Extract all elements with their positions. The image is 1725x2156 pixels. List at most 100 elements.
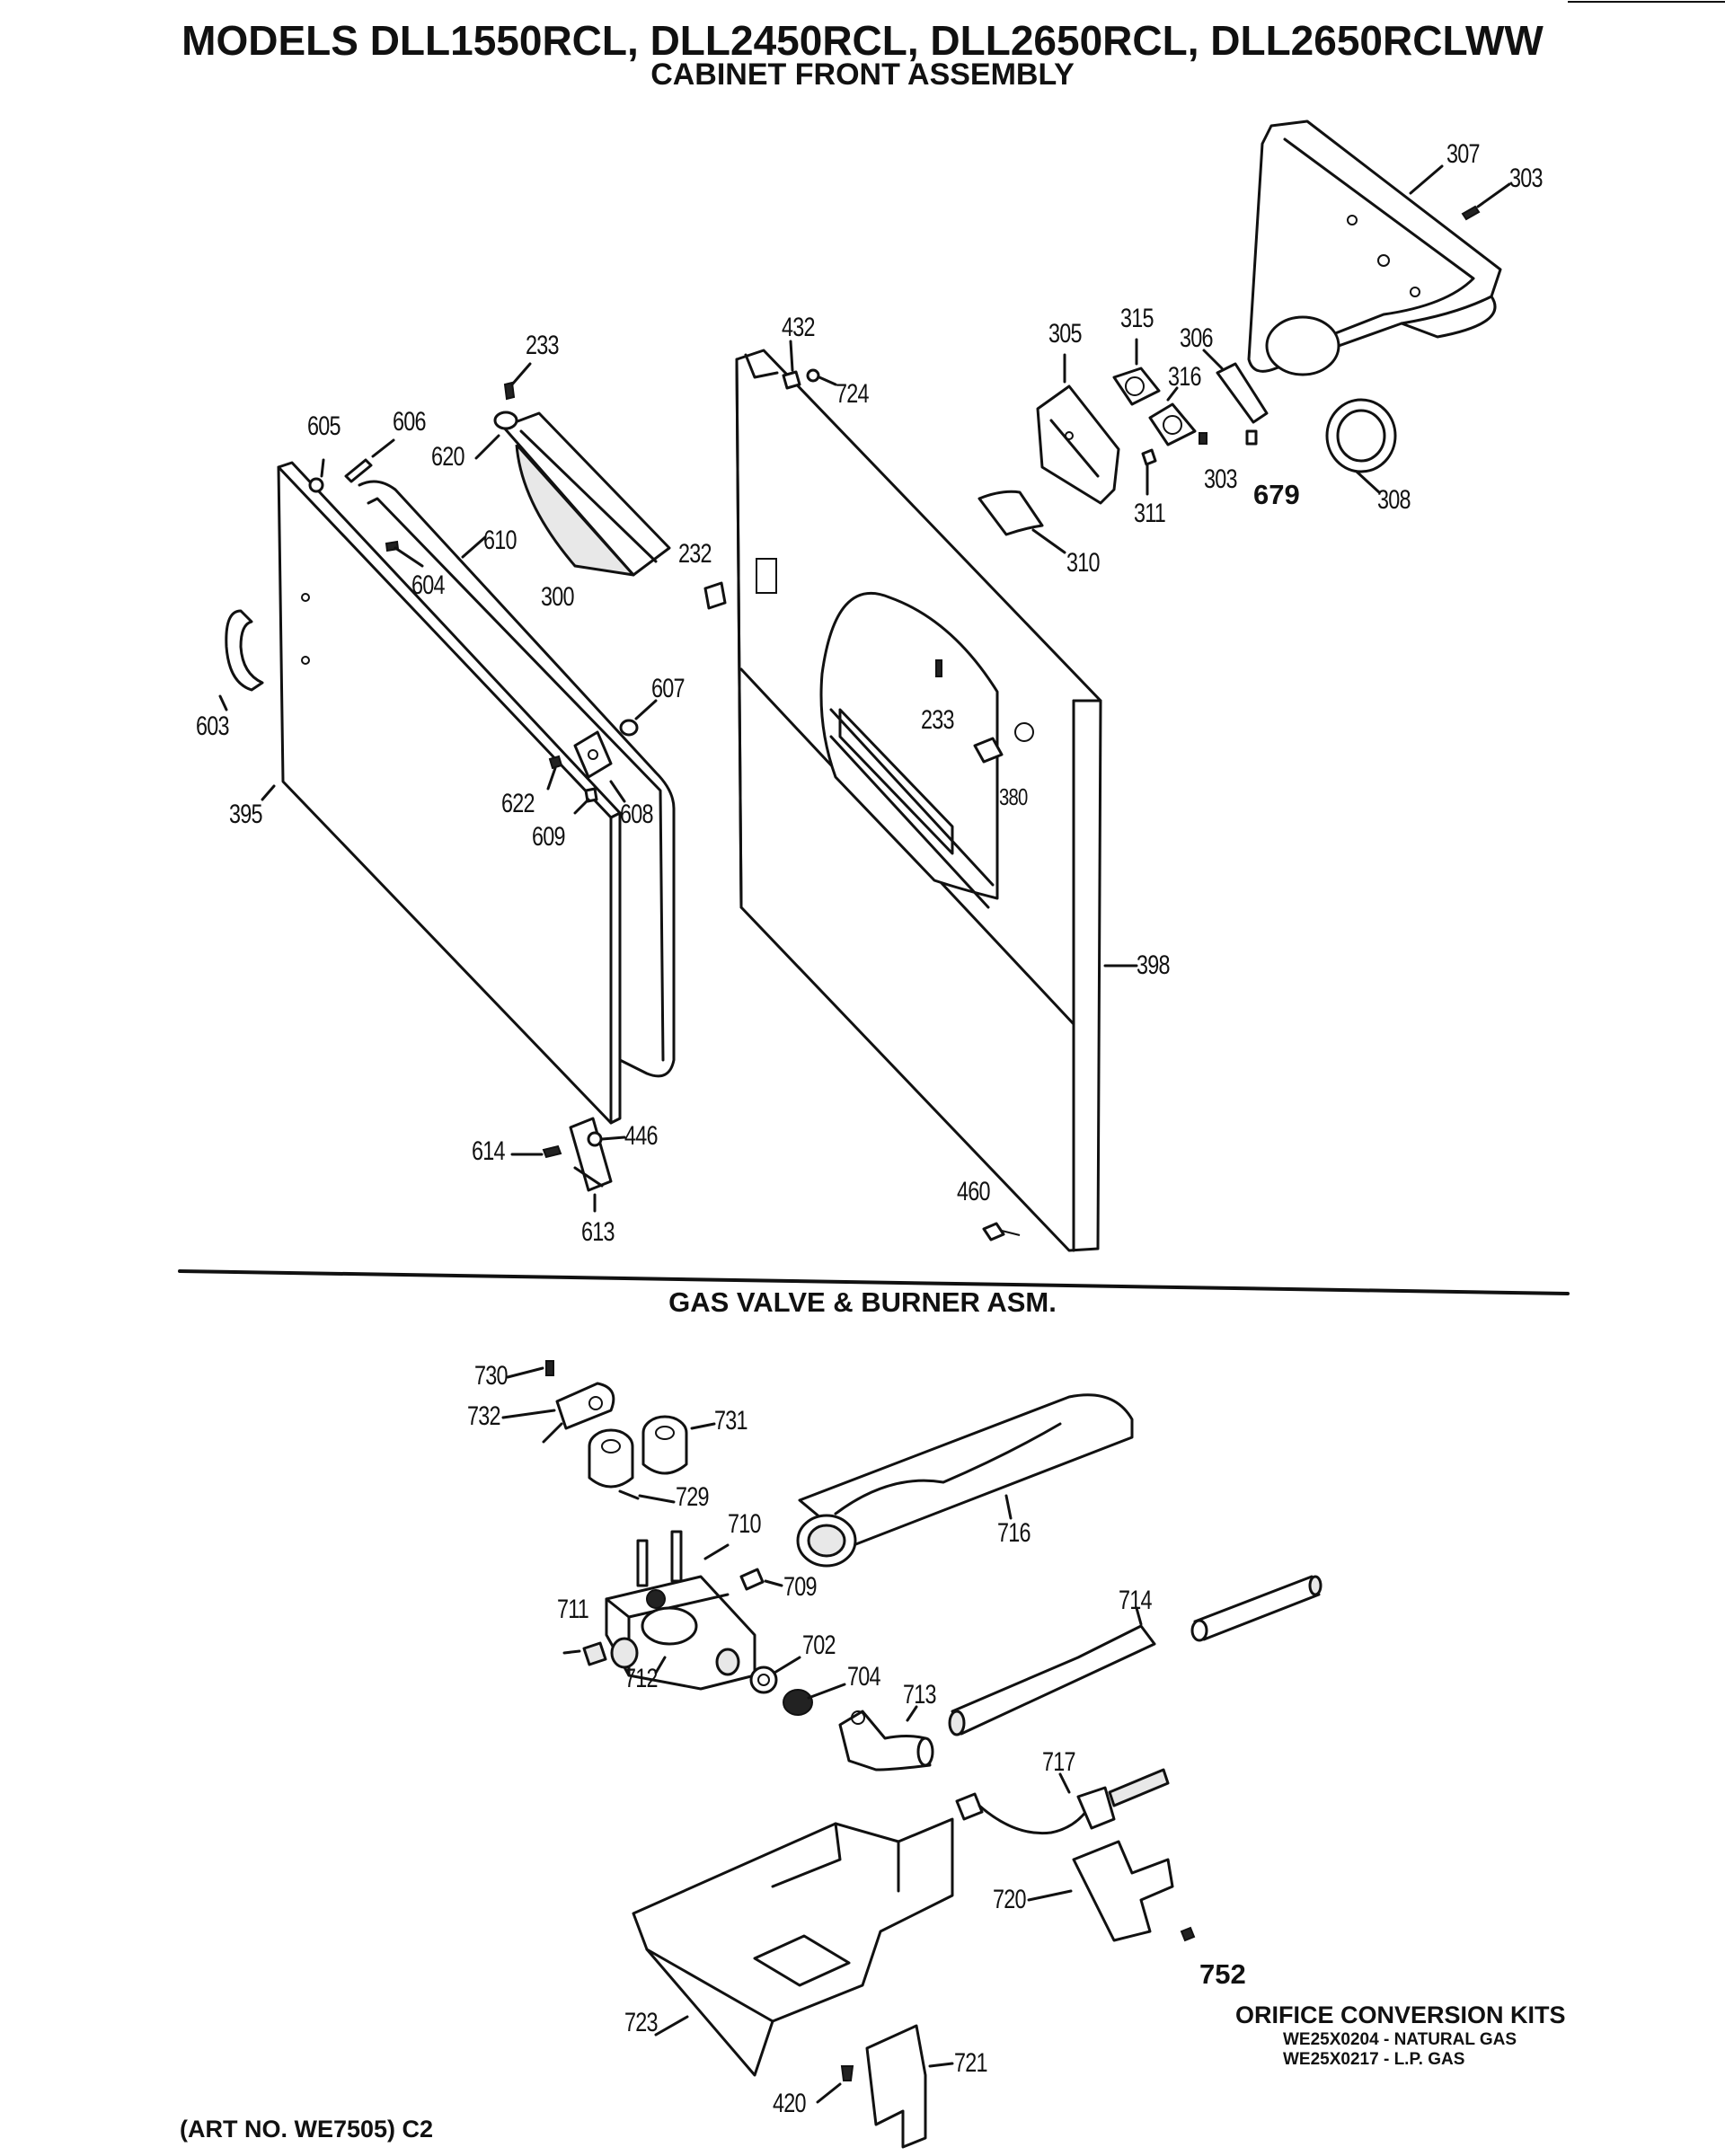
leader-610 <box>461 535 487 559</box>
part-721-bracket <box>865 2024 927 2149</box>
part-307-bulkhead <box>1247 119 1502 376</box>
part-306-bracket <box>1202 349 1269 424</box>
callout-752: 752 <box>1199 1958 1246 1990</box>
leader-732 <box>501 1409 556 1419</box>
callout-307: 307 <box>1446 139 1480 169</box>
callout-315: 315 <box>1120 304 1154 333</box>
callout-704: 704 <box>847 1662 880 1692</box>
callout-720: 720 <box>993 1885 1026 1914</box>
callout-712: 712 <box>624 1664 658 1693</box>
leader-717 <box>1058 1772 1071 1794</box>
orifice-kits-title: ORIFICE CONVERSION KITS <box>1235 2001 1566 2028</box>
leader-233a <box>510 362 532 386</box>
leader-730 <box>506 1366 544 1379</box>
part-712-valve-body <box>605 1530 756 1691</box>
part-303-screw <box>1199 432 1208 445</box>
part-731-coil <box>641 1415 688 1475</box>
part-233-screw-top <box>503 381 516 401</box>
callout-310: 310 <box>1066 548 1100 578</box>
part-446-washer <box>587 1131 603 1147</box>
part-398-front-panel <box>735 349 1102 1252</box>
leader-720 <box>1027 1889 1073 1902</box>
callout-609: 609 <box>532 822 565 852</box>
callout-710: 710 <box>728 1509 761 1539</box>
leader-712 <box>654 1656 667 1674</box>
leader-620 <box>474 434 500 460</box>
callout-614: 614 <box>472 1136 505 1166</box>
part-716-burner <box>796 1393 1134 1568</box>
leader-723 <box>654 2015 689 2037</box>
part-315-thermostat <box>1112 338 1161 406</box>
callout-613: 613 <box>581 1217 615 1247</box>
leader-721 <box>928 2062 954 2068</box>
part-720-bracket <box>1072 1840 1174 1942</box>
part-305-bracket <box>1036 353 1120 505</box>
callout-721: 721 <box>954 2048 987 2078</box>
callout-432: 432 <box>782 313 815 342</box>
part-303-screw-top <box>1461 205 1481 221</box>
callout-311: 311 <box>1134 499 1166 528</box>
orifice-kit-natural-gas: WE25X0204 - NATURAL GAS <box>1283 2030 1517 2049</box>
part-603-handle <box>225 609 264 692</box>
leader-609 <box>573 798 590 815</box>
part-729-coil <box>588 1428 640 1500</box>
callout-316: 316 <box>1168 362 1201 392</box>
part-714-pipe <box>948 1575 1322 1736</box>
part-717-igniter <box>955 1768 1170 1835</box>
callout-608: 608 <box>620 800 653 829</box>
part-730-screw <box>545 1360 554 1376</box>
part-607-grommet <box>619 719 639 737</box>
part-704-fitting <box>783 1689 813 1716</box>
part-420-screw <box>840 2065 854 2081</box>
part-605-bumper <box>308 477 324 493</box>
callout-679: 679 <box>1253 479 1300 510</box>
part-622-screw <box>548 755 563 770</box>
callout-603: 603 <box>196 711 229 741</box>
leader-702 <box>773 1656 801 1674</box>
callout-716: 716 <box>997 1518 1031 1548</box>
callout-305: 305 <box>1048 319 1082 349</box>
part-614-screw <box>542 1144 562 1159</box>
callout-308: 308 <box>1377 485 1411 515</box>
callout-395: 395 <box>229 800 262 829</box>
leader-432 <box>789 340 794 372</box>
leader-709 <box>764 1579 783 1587</box>
callout-610: 610 <box>483 526 517 555</box>
part-620-grommet <box>493 411 518 430</box>
callout-300: 300 <box>541 582 574 612</box>
part-709-orifice <box>739 1568 765 1591</box>
leader-607 <box>634 699 658 720</box>
page-subtitle: CABINET FRONT ASSEMBLY <box>650 57 1075 92</box>
leader-704 <box>807 1683 846 1700</box>
callout-306: 306 <box>1180 323 1213 353</box>
part-724-screw <box>806 368 837 386</box>
callout-711: 711 <box>557 1595 589 1624</box>
callout-724: 724 <box>836 379 869 409</box>
part-606-pin <box>344 458 373 483</box>
leader-603 <box>218 694 228 711</box>
leader-420 <box>816 2082 842 2104</box>
part-308-ring <box>1325 398 1397 494</box>
leader-711 <box>562 1649 581 1655</box>
leader-604 <box>394 546 424 568</box>
leader-606 <box>371 438 395 458</box>
part-723-base <box>632 1817 954 2077</box>
callout-709: 709 <box>783 1572 817 1602</box>
callout-713: 713 <box>903 1680 936 1710</box>
part-460-screw <box>982 1222 1021 1241</box>
leader-731 <box>690 1422 716 1430</box>
callout-380: 380 <box>999 783 1028 810</box>
callout-232: 232 <box>678 539 712 569</box>
callout-606: 606 <box>393 407 426 437</box>
callout-604: 604 <box>411 570 445 600</box>
callout-723: 723 <box>624 2008 658 2037</box>
leader-729 <box>638 1494 676 1504</box>
part-702-nut <box>749 1666 778 1694</box>
callout-420: 420 <box>773 2089 806 2118</box>
part-713-elbow <box>838 1710 934 1772</box>
callout-303-top: 303 <box>1509 163 1543 193</box>
part-300-duct <box>501 411 671 577</box>
callout-702: 702 <box>802 1630 836 1660</box>
leader-622 <box>546 766 557 791</box>
